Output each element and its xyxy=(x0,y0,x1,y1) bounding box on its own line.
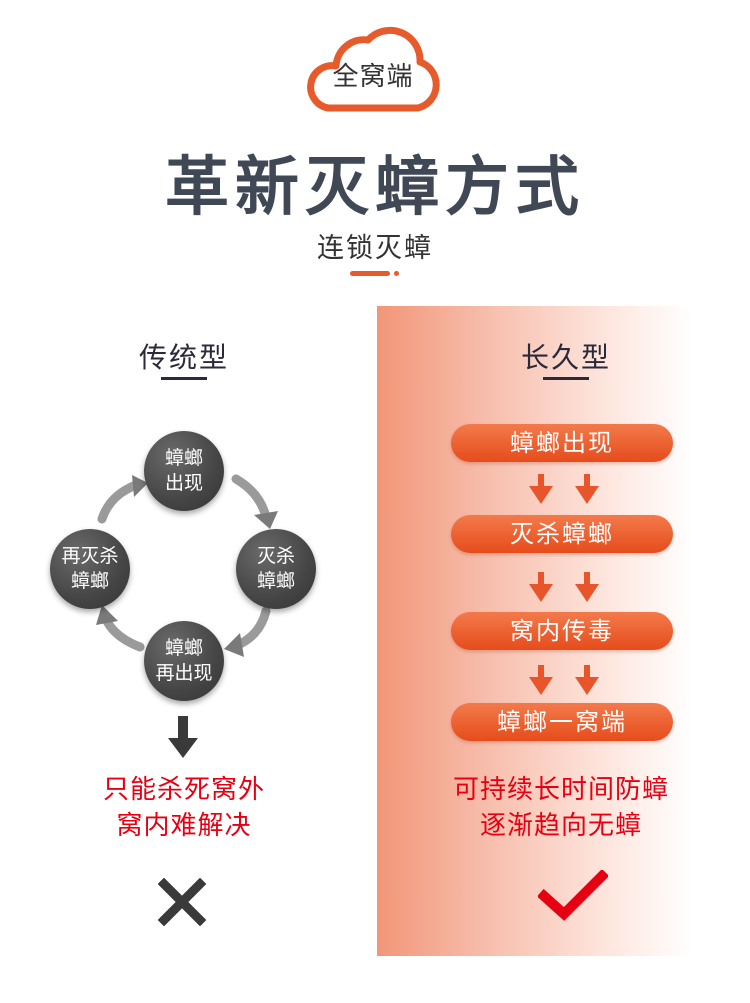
subtitle-underline-dot xyxy=(394,271,399,276)
brand-label: 全窝端 xyxy=(332,62,414,92)
cycle-arrow-bottom-left xyxy=(101,614,145,652)
cycle-node-rekill: 再灭杀蟑螂 xyxy=(50,529,130,609)
traditional-title: 传统型 xyxy=(138,341,229,374)
subtitle-underline xyxy=(350,271,390,276)
page-title: 革新灭蟑方式 xyxy=(165,151,585,225)
cloud-badge-icon xyxy=(307,26,440,112)
cycle-node-appear: 蟑螂出现 xyxy=(144,431,224,511)
cycle-arrows xyxy=(96,474,278,657)
step-nest-poison: 窝内传毒 xyxy=(451,612,673,650)
down-arrow-icon xyxy=(168,716,198,758)
step-wipe-nest: 蟑螂一窝端 xyxy=(451,703,673,741)
cycle-arrow-top-right xyxy=(231,474,271,522)
double-down-arrow-icon xyxy=(529,572,599,602)
longterm-title: 长久型 xyxy=(520,341,611,374)
step-appear: 蟑螂出现 xyxy=(451,424,673,462)
cycle-node-reappear: 蟑螂再出现 xyxy=(144,621,224,701)
double-down-arrow-icon xyxy=(529,665,599,695)
page-subtitle: 连锁灭蟑 xyxy=(317,233,433,264)
longterm-title-underline xyxy=(543,377,589,380)
cycle-node-kill: 灭杀蟑螂 xyxy=(236,529,316,609)
check-icon xyxy=(538,870,608,921)
cycle-arrow-top-left xyxy=(97,480,141,524)
cross-icon xyxy=(158,878,206,926)
double-down-arrow-icon xyxy=(529,474,599,504)
traditional-result: 只能杀死窝外 窝内难解决 xyxy=(102,775,265,841)
step-kill: 灭杀蟑螂 xyxy=(451,515,673,553)
cycle-arrow-bottom-right xyxy=(233,606,271,650)
longterm-result: 可持续长时间防蟑 逐渐趋向无蟑 xyxy=(452,775,669,841)
traditional-title-underline xyxy=(161,377,207,380)
